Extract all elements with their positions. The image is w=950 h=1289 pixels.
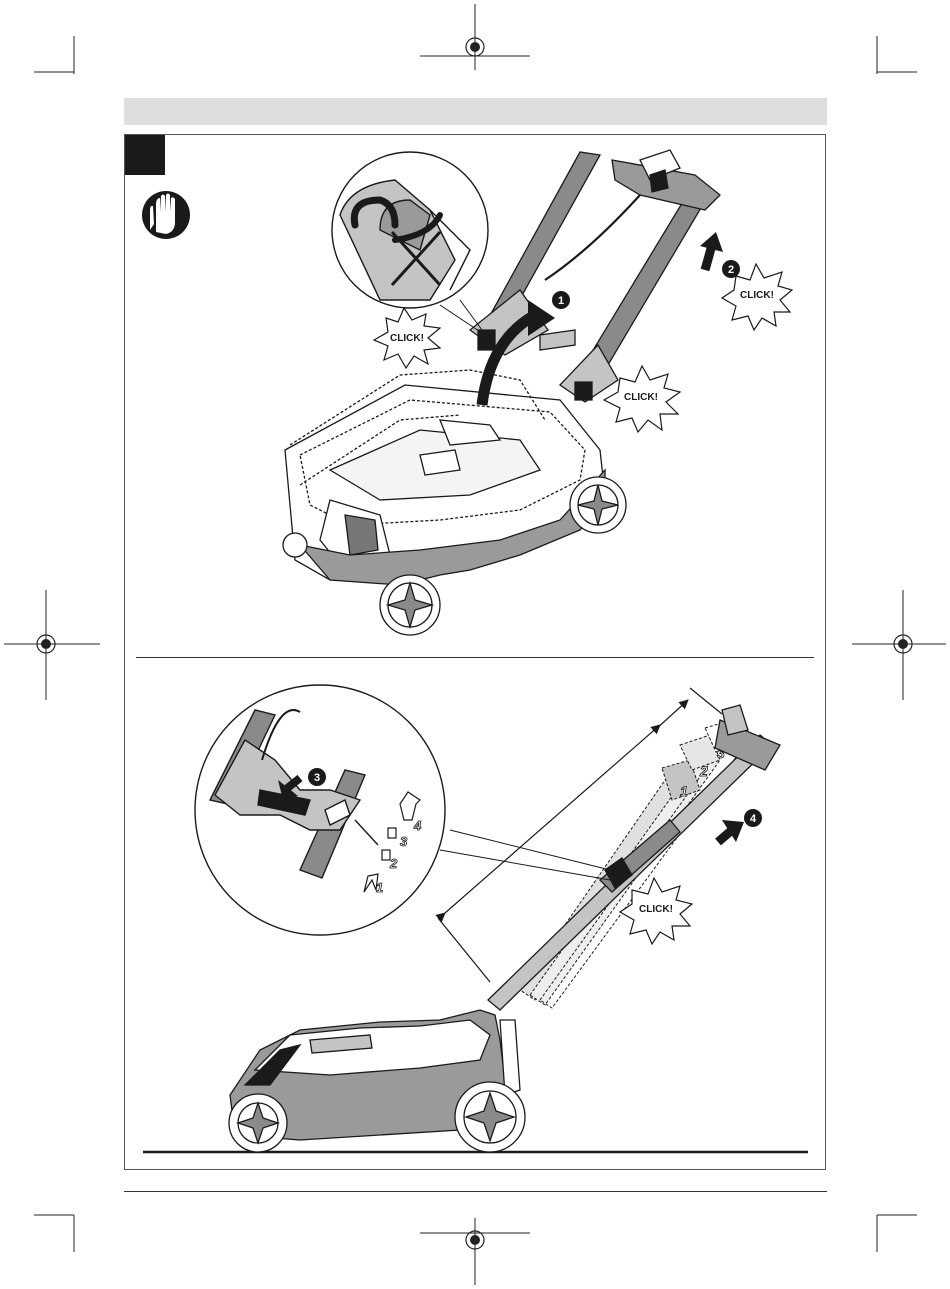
click-label: CLICK! [390, 333, 424, 344]
step-marker-2: 2 [722, 260, 740, 278]
click-burst: CLICK! [620, 878, 692, 944]
svg-text:2: 2 [728, 264, 734, 276]
step-marker-1: 1 [552, 291, 570, 309]
click-label: CLICK! [639, 904, 673, 915]
svg-text:1: 1 [558, 295, 564, 307]
raised-handle [470, 150, 720, 402]
mower-side-view [229, 1010, 525, 1152]
svg-text:2: 2 [699, 763, 708, 779]
step-marker-3: 3 [308, 768, 326, 786]
svg-text:2: 2 [389, 856, 398, 871]
svg-text:1: 1 [680, 783, 688, 799]
svg-text:1: 1 [376, 880, 383, 895]
cable-inset [332, 152, 488, 333]
side-handle [488, 705, 780, 1010]
svg-text:3: 3 [314, 772, 320, 784]
click-label: CLICK! [740, 290, 774, 301]
click-burst: CLICK! [374, 308, 440, 368]
svg-text:4: 4 [413, 818, 422, 833]
push-arrow [718, 820, 744, 842]
step-marker-4: 4 [744, 809, 762, 827]
svg-text:3: 3 [400, 834, 408, 849]
gloves-icon [142, 191, 190, 239]
svg-text:4: 4 [750, 813, 757, 825]
click-label: CLICK! [624, 392, 658, 403]
push-arrow [700, 232, 723, 270]
mower-top-view [283, 370, 626, 635]
